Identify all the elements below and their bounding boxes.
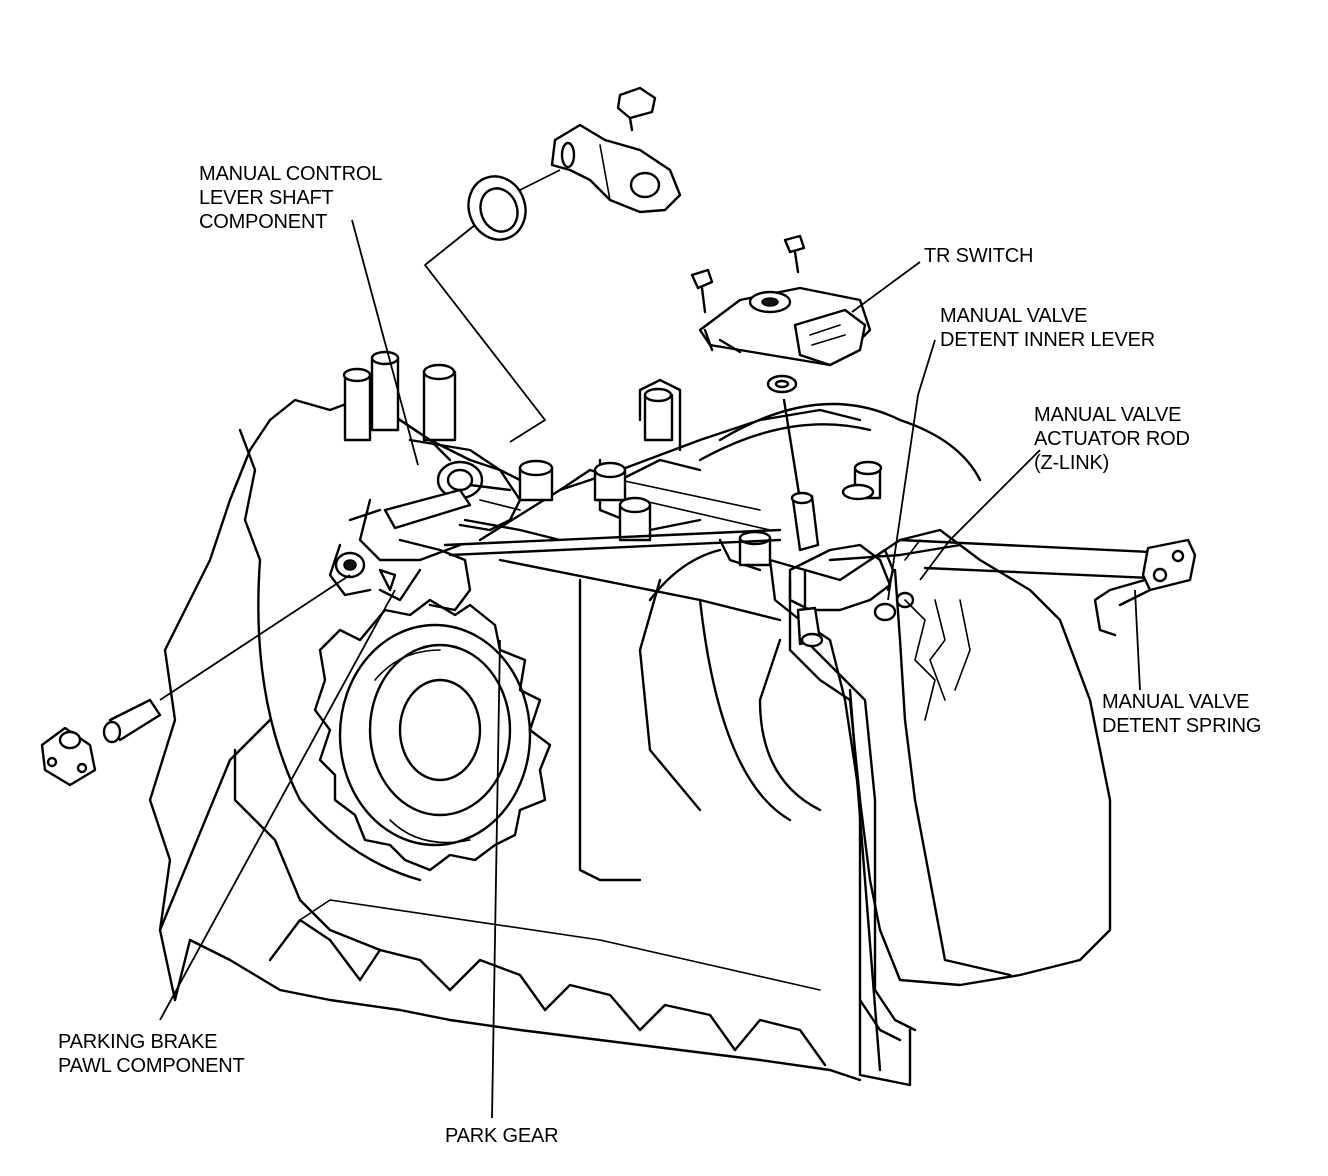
detent-spring-drawing (1093, 538, 1197, 637)
leader-park-gear (491, 639, 501, 1119)
label-line: MANUAL VALVE (940, 305, 1088, 327)
label-parking-brake-pawl: PARKING BRAKE PAWL COMPONENT (58, 1030, 245, 1078)
leader-actuator-rod (919, 449, 1041, 581)
label-manual-control-lever-shaft: MANUAL CONTROL LEVER SHAFT COMPONENT (199, 162, 382, 234)
leader-parking-pawl (159, 589, 396, 1021)
label-line: MANUAL VALVE (1102, 691, 1250, 713)
detent-inner-lever-drawing (788, 491, 1152, 648)
label-manual-valve-detent-spring: MANUAL VALVE DETENT SPRING (1102, 690, 1261, 738)
manual-control-lever-shaft-drawing (328, 418, 782, 612)
tr-switch-drawing (690, 234, 872, 502)
label-line: (Z-LINK) (1034, 452, 1110, 474)
label-line: PARKING BRAKE (58, 1031, 218, 1053)
label-tr-switch: TR SWITCH (924, 244, 1033, 268)
leader-lines (159, 219, 1141, 1119)
valve-body-cover (768, 528, 1112, 1087)
label-manual-valve-actuator-rod: MANUAL VALVE ACTUATOR ROD (Z-LINK) (1034, 403, 1190, 475)
label-line: DETENT SPRING (1102, 715, 1262, 737)
label-line: DETENT INNER LEVER (940, 329, 1155, 351)
leader-detent-inner (887, 339, 936, 601)
leader-detent-spring (1134, 589, 1141, 691)
exploded-seal-plate-bolt (423, 86, 682, 443)
label-line: PARK GEAR (445, 1125, 559, 1147)
transaxle-case (148, 350, 982, 1082)
label-line: LEVER SHAFT (199, 187, 334, 209)
label-line: COMPONENT (199, 211, 328, 233)
leader-tr-switch (851, 261, 921, 313)
label-line: PAWL COMPONENT (58, 1055, 245, 1077)
park-gear-drawing (313, 598, 552, 872)
leader-manual-control (351, 219, 419, 466)
label-line: TR SWITCH (924, 245, 1034, 267)
label-line: ACTUATOR ROD (1034, 428, 1190, 450)
parking-pawl-parts (40, 574, 351, 787)
label-line: MANUAL CONTROL (199, 163, 383, 185)
label-line: MANUAL VALVE (1034, 404, 1182, 426)
label-manual-valve-detent-inner-lever: MANUAL VALVE DETENT INNER LEVER (940, 304, 1155, 352)
label-park-gear: PARK GEAR (445, 1124, 559, 1148)
